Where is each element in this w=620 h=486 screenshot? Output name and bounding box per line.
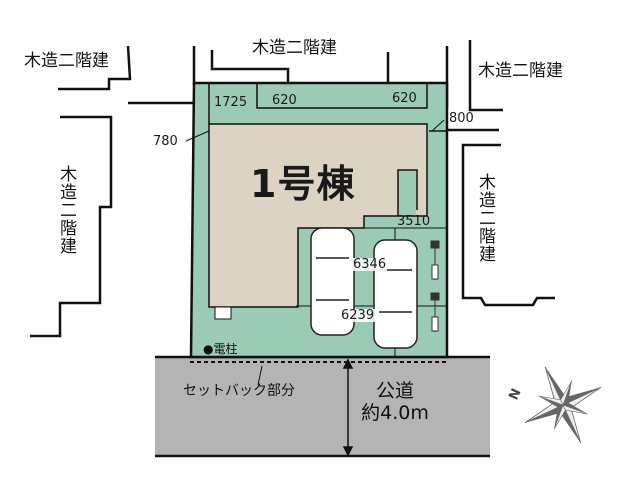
- road-width-arrow: [342, 358, 354, 457]
- dimension-780: 780: [153, 134, 178, 149]
- utility-pole-label: ●電柱: [203, 342, 238, 356]
- dimension-800: 800: [449, 111, 474, 126]
- dimension-620-right: 620: [392, 91, 417, 106]
- dimension-6346: 6346: [352, 257, 388, 272]
- neighbor-label-top-right: 木造二階建: [478, 61, 563, 81]
- dimension-3510: 3510: [397, 214, 431, 229]
- road-label: 公道 約4.0m: [350, 380, 440, 425]
- neighbor-label-top-left: 木造二階建: [24, 51, 109, 71]
- compass-rose-icon: [524, 366, 602, 444]
- dimension-1725: 1725: [214, 95, 248, 110]
- neighbor-label-left: 木造二階建: [56, 165, 76, 255]
- neighbor-outlines: [30, 40, 555, 338]
- neighbor-label-top-center: 木造二階建: [252, 38, 337, 58]
- dimension-6239: 6239: [340, 308, 376, 323]
- setback-label: セットバック部分: [183, 383, 295, 399]
- building-label: 1号棟: [250, 162, 356, 206]
- dimension-620-left: 620: [272, 93, 297, 108]
- neighbor-label-right: 木造二階建: [475, 173, 495, 263]
- bicycles: [430, 240, 440, 332]
- road-width: 約4.0m: [361, 401, 429, 424]
- car-left: [310, 227, 355, 336]
- public-road: [155, 357, 490, 457]
- road-type: 公道: [375, 380, 414, 402]
